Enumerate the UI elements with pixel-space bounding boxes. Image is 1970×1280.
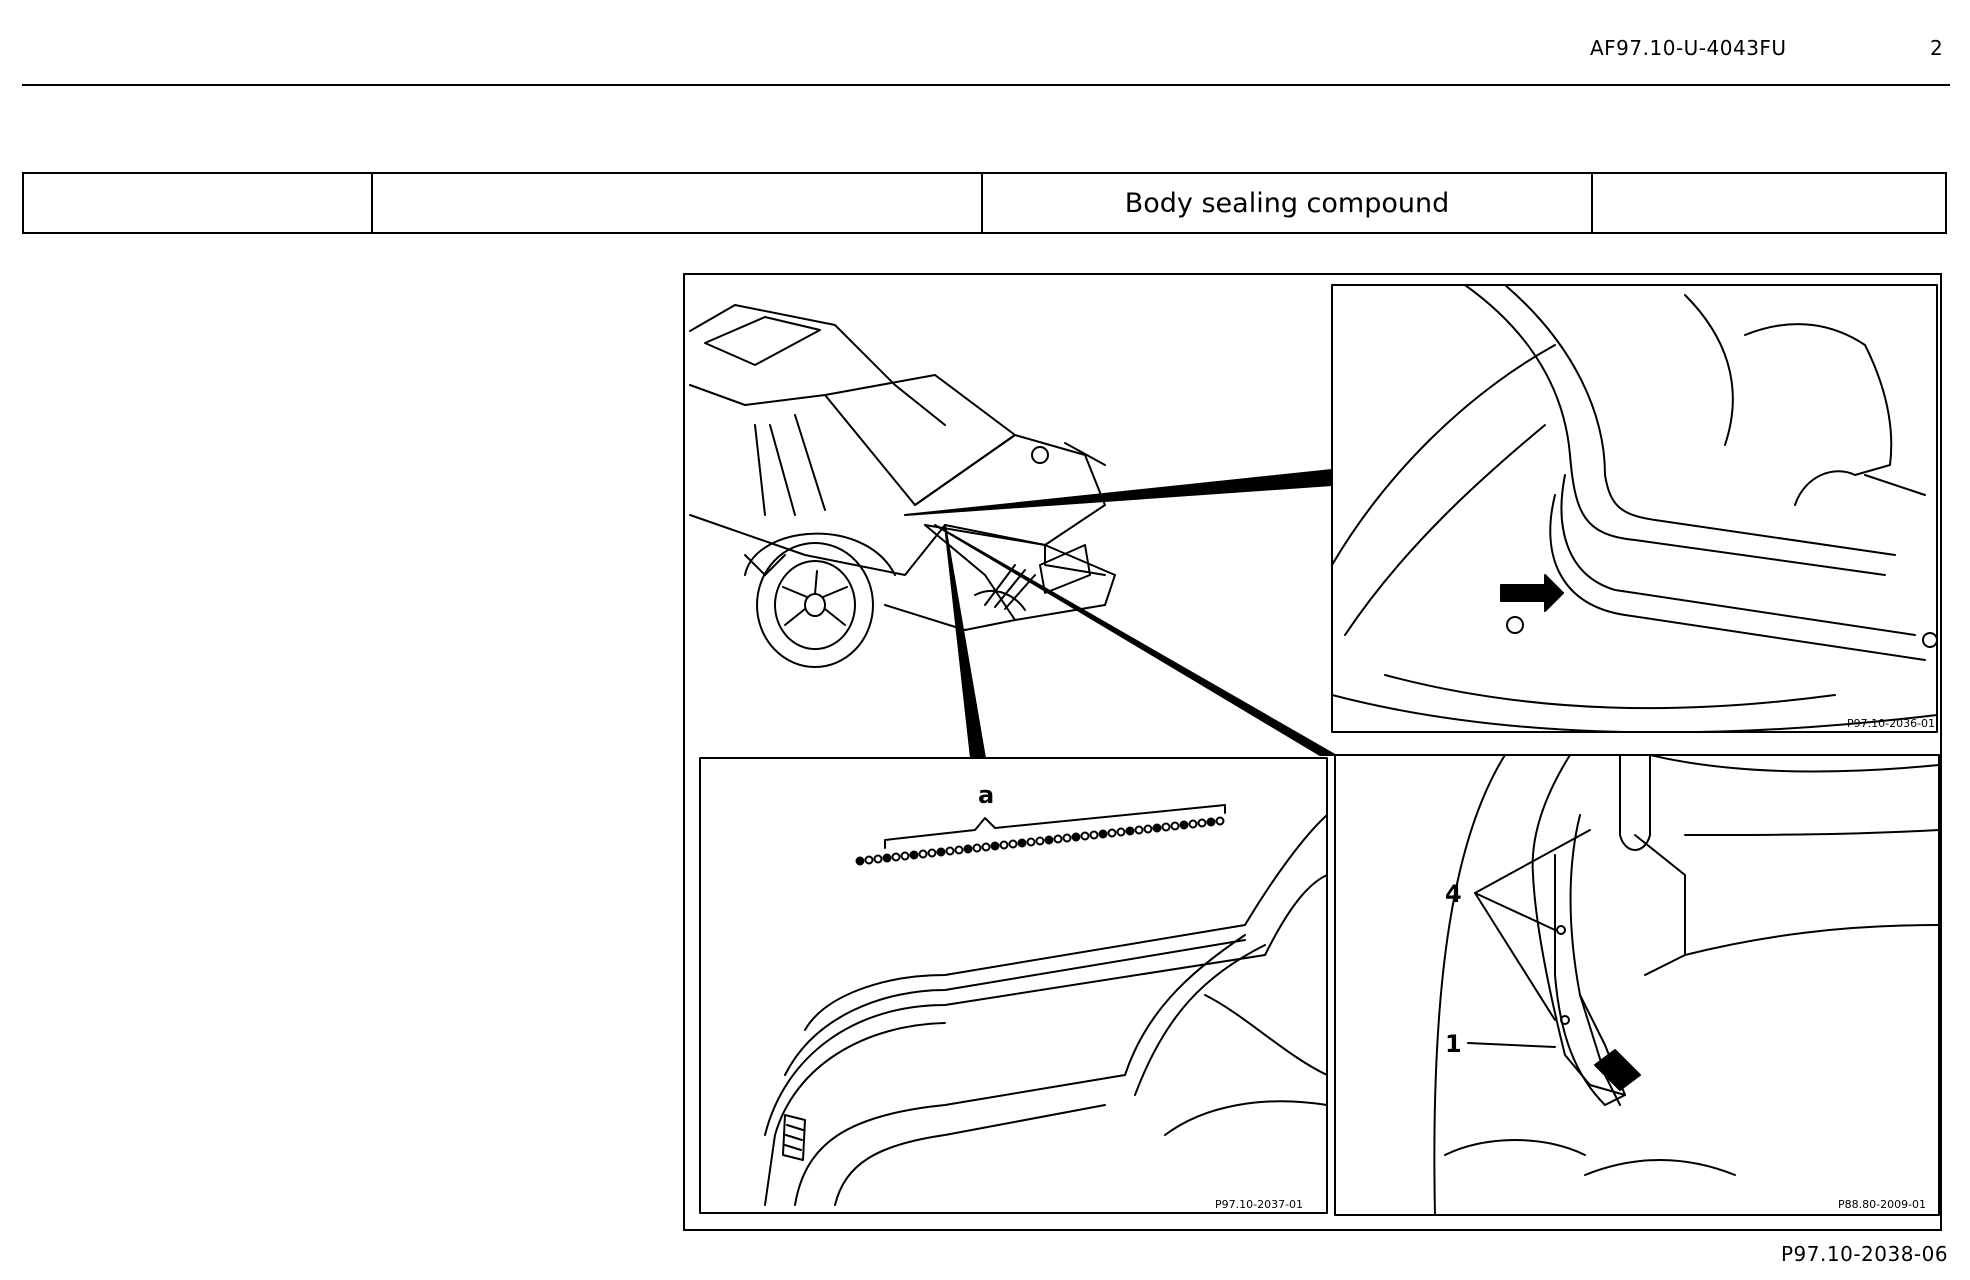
title-table: Body sealing compound — [22, 172, 1947, 234]
tail-lamp-recess-drawing — [1433, 754, 1940, 1216]
document-id: AF97.10-U-4043FU — [1590, 36, 1787, 60]
panel-code-bottom-right: P88.80-2009-01 — [1838, 1198, 1926, 1211]
trunk-seal-detail-drawing — [1332, 285, 1937, 732]
title-cell-subject: Body sealing compound — [983, 174, 1593, 232]
arrow-icon — [1500, 574, 1564, 612]
panel-code-bottom-left: P97.10-2037-01 — [1215, 1198, 1303, 1211]
connector-wedge-bottom-right — [934, 524, 1336, 756]
page-number: 2 — [1930, 36, 1943, 60]
figure-code: P97.10-2038-06 — [1781, 1242, 1949, 1266]
sealing-bead-dots — [855, 816, 1225, 866]
title-cell-2 — [373, 174, 983, 232]
detail-panel-bottom-left — [699, 757, 1328, 1214]
callout-a: a — [978, 781, 994, 809]
callout-4: 4 — [1445, 880, 1462, 908]
header-divider — [22, 84, 1950, 86]
callout-1: 1 — [1445, 1030, 1462, 1058]
detail-panel-bottom-right — [1334, 754, 1940, 1216]
title-cell-1 — [24, 174, 373, 232]
detail-panel-top-right — [1331, 284, 1938, 733]
trunk-opening-drawing — [764, 804, 1328, 1206]
car-overview-drawing — [689, 304, 1116, 668]
title-cell-4 — [1593, 174, 1945, 232]
figure-illustration: a 4 1 P97.10-2036-01 P97.10-2037-01 P88.… — [689, 284, 1940, 1216]
connector-wedge-bottom-left — [944, 524, 986, 759]
figure-frame: a 4 1 P97.10-2036-01 P97.10-2037-01 P88.… — [683, 273, 1942, 1231]
connector-wedge-top-right — [904, 469, 1333, 516]
panel-code-top-right: P97.10-2036-01 — [1847, 717, 1935, 730]
